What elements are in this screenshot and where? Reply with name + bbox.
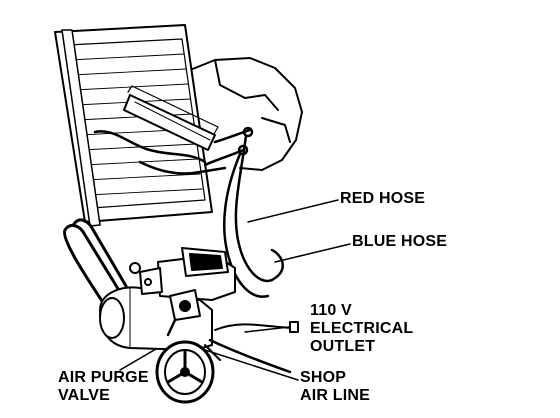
air-purge-valve-label: AIR PURGE VALVE [58, 369, 149, 405]
transmission-cooler [123, 85, 219, 151]
compressor-motor [129, 247, 236, 301]
red-hose-text: RED HOSE [340, 190, 426, 207]
leader-red-hose [247, 199, 339, 223]
electrical-outlet-label: 110 V ELECTRICAL OUTLET [310, 302, 413, 356]
shop-air-line-line1: SHOP [300, 369, 347, 386]
air-purge-valve-fitting [166, 289, 201, 337]
shop-air-line-line2: AIR LINE [300, 387, 371, 404]
electrical-outlet-line2: ELECTRICAL [310, 320, 414, 337]
blue-hose-line [223, 152, 270, 298]
air-purge-valve-line1: AIR PURGE [58, 369, 149, 386]
cooler-lines [93, 126, 254, 175]
electrical-outlet-line3: OUTLET [310, 338, 376, 355]
blue-hose-label: BLUE HOSE [352, 233, 447, 251]
air-purge-valve-line2: VALVE [58, 387, 110, 404]
power-cord [214, 321, 299, 333]
shop-air-line-hose [208, 338, 292, 374]
electrical-outlet-voltage: 110 V [310, 302, 352, 319]
leader-blue-hose [274, 243, 351, 263]
compressor-handle [63, 218, 128, 318]
engine-block [174, 57, 303, 171]
blue-hose-text: BLUE HOSE [352, 233, 448, 250]
red-hose-label: RED HOSE [340, 190, 425, 208]
shop-air-line-label: SHOP AIR LINE [300, 369, 370, 405]
compressor-wheel [155, 340, 221, 404]
red-hose-line [234, 134, 284, 283]
leader-shop-air-line [204, 349, 299, 381]
